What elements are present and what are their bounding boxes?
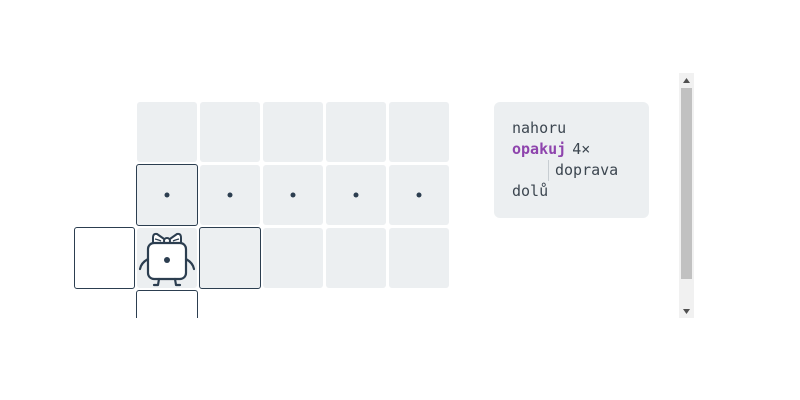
grid-cell-dot [263, 165, 323, 225]
dot-marker [290, 192, 296, 198]
grid-cell-dot [200, 165, 260, 225]
grid-cell-dot [326, 165, 386, 225]
grid-cell-outlined [74, 227, 135, 289]
code-line-repeat: opakuj 4× [512, 139, 649, 160]
grid-cell-outlined [136, 290, 198, 318]
dot-marker [353, 192, 359, 198]
scrollbar-thumb[interactable] [681, 88, 692, 279]
arrow-up-icon[interactable] [679, 73, 694, 87]
arrow-down-icon[interactable] [679, 304, 694, 318]
robot-with-bow-icon [137, 229, 197, 289]
dot-marker [164, 192, 170, 198]
grid-cell [263, 228, 323, 288]
dot-marker [227, 192, 233, 198]
grid-cell-visited [136, 164, 198, 226]
code-line-up: nahoru [512, 119, 567, 137]
code-panel: nahoru opakuj 4× doprava dolů [494, 102, 649, 218]
code-line-right: doprava [512, 160, 649, 181]
grid-cell [137, 102, 197, 162]
grid-cell [389, 102, 449, 162]
grid-cell-dot [389, 165, 449, 225]
dot-marker [416, 192, 422, 198]
code-line-right-text: doprava [548, 160, 618, 181]
grid-cell [263, 102, 323, 162]
grid-cell [326, 102, 386, 162]
grid-cell [200, 102, 260, 162]
code-line-down: dolů [512, 182, 549, 200]
grid-cell [389, 228, 449, 288]
repeat-keyword: opakuj [512, 140, 567, 158]
grid-cell-visited [199, 227, 261, 289]
vertical-scrollbar[interactable] [679, 73, 694, 318]
grid-viewport [0, 100, 460, 318]
repeat-count: 4× [572, 140, 591, 158]
grid-cell [326, 228, 386, 288]
